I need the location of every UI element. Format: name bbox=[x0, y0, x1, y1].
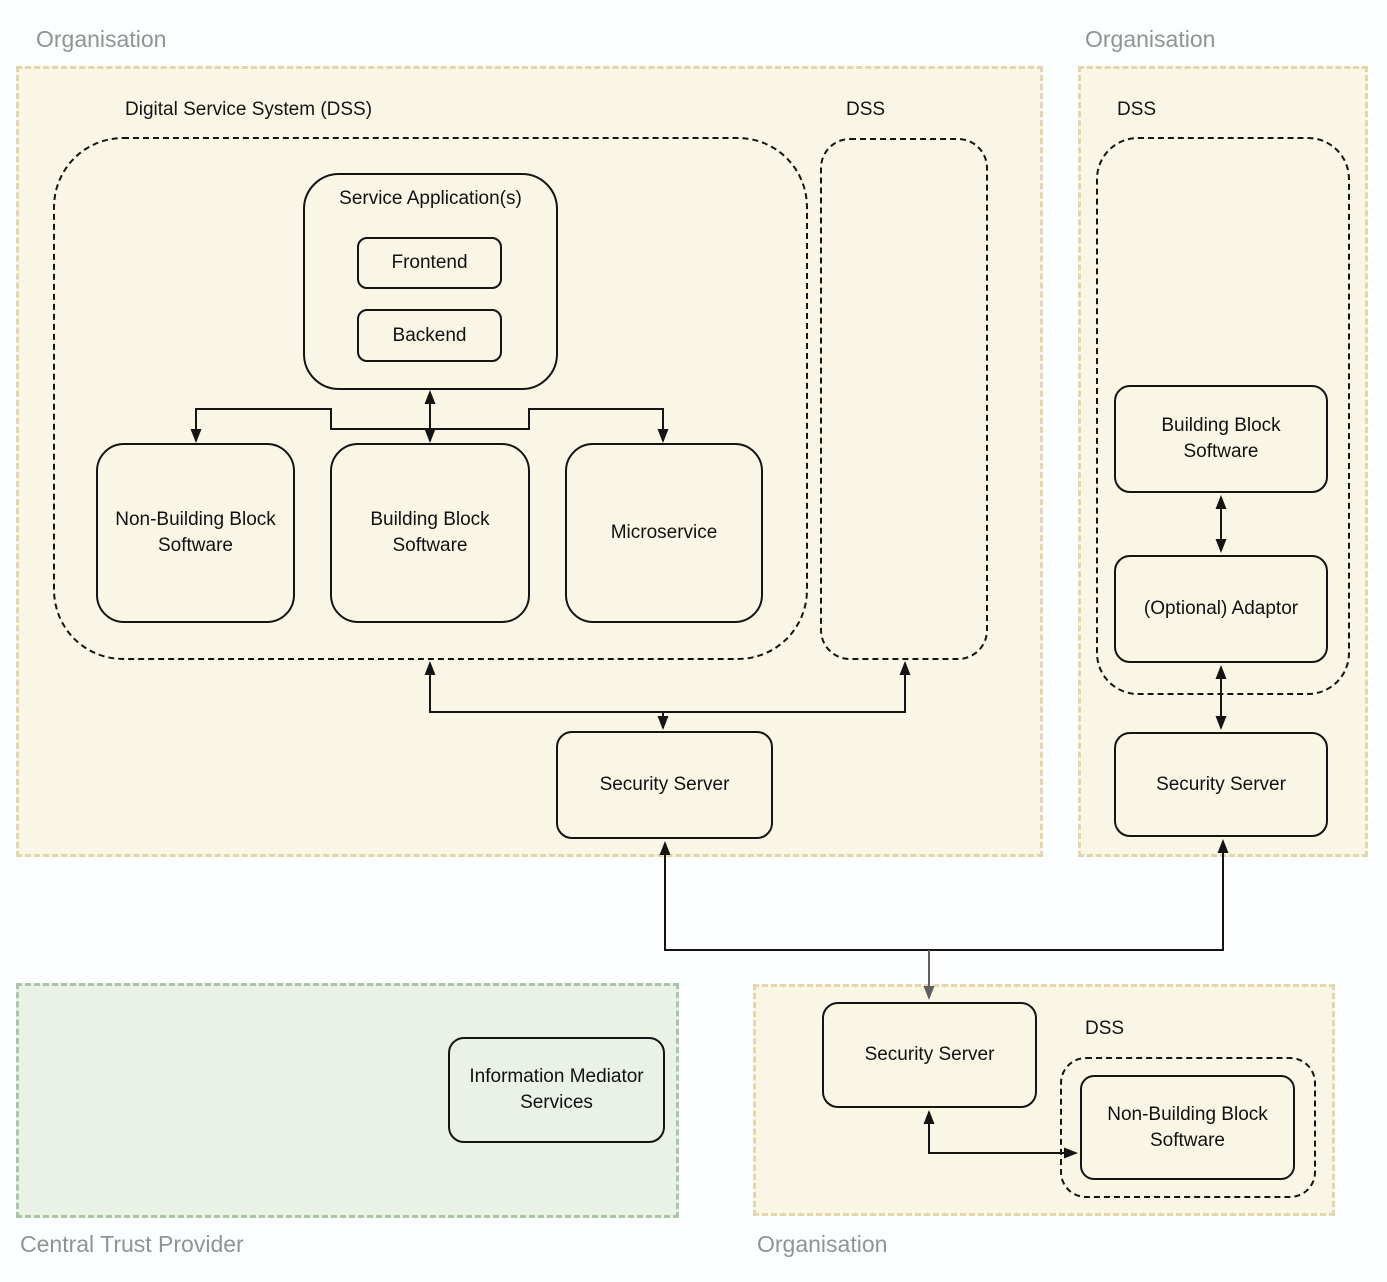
central-trust-provider-region bbox=[16, 983, 679, 1218]
arrow-ss-bus bbox=[664, 843, 1224, 951]
information-mediator-services-box: Information Mediator Services bbox=[448, 1037, 665, 1143]
non-building-block-software-box: Non-Building Block Software bbox=[96, 443, 295, 623]
org-bottom-right-region bbox=[753, 984, 1335, 1216]
dss-narrow-container bbox=[820, 138, 988, 660]
org-top-right-label: Organisation bbox=[1085, 26, 1216, 52]
non-building-block-software-2-box: Non-Building Block Software bbox=[1080, 1075, 1295, 1180]
security-server-3-box: Security Server bbox=[822, 1002, 1037, 1108]
dss-top-right-container bbox=[1096, 137, 1350, 695]
service-application-box bbox=[303, 173, 558, 390]
org-bottom-right-label: Organisation bbox=[757, 1231, 888, 1257]
microservice-box: Microservice bbox=[565, 443, 763, 623]
backend-box: Backend bbox=[357, 309, 502, 362]
service-application-label: Service Application(s) bbox=[339, 188, 522, 209]
org-top-left-label: Organisation bbox=[36, 26, 167, 52]
central-trust-provider-label: Central Trust Provider bbox=[20, 1231, 244, 1257]
dss-narrow-label: DSS bbox=[846, 99, 886, 120]
building-block-software-box: Building Block Software bbox=[330, 443, 530, 623]
security-server-2-box: Security Server bbox=[1114, 732, 1328, 837]
optional-adaptor-box: (Optional) Adaptor bbox=[1114, 555, 1328, 663]
building-block-software-2-box: Building Block Software bbox=[1114, 385, 1328, 493]
dss-main-label: Digital Service System (DSS) bbox=[125, 99, 373, 120]
dss-main-container bbox=[53, 137, 808, 660]
security-server-1-box: Security Server bbox=[556, 731, 773, 839]
dss-bottom-right-label: DSS bbox=[1085, 1018, 1125, 1039]
frontend-box: Frontend bbox=[357, 237, 502, 289]
dss-top-right-label: DSS bbox=[1117, 99, 1157, 120]
